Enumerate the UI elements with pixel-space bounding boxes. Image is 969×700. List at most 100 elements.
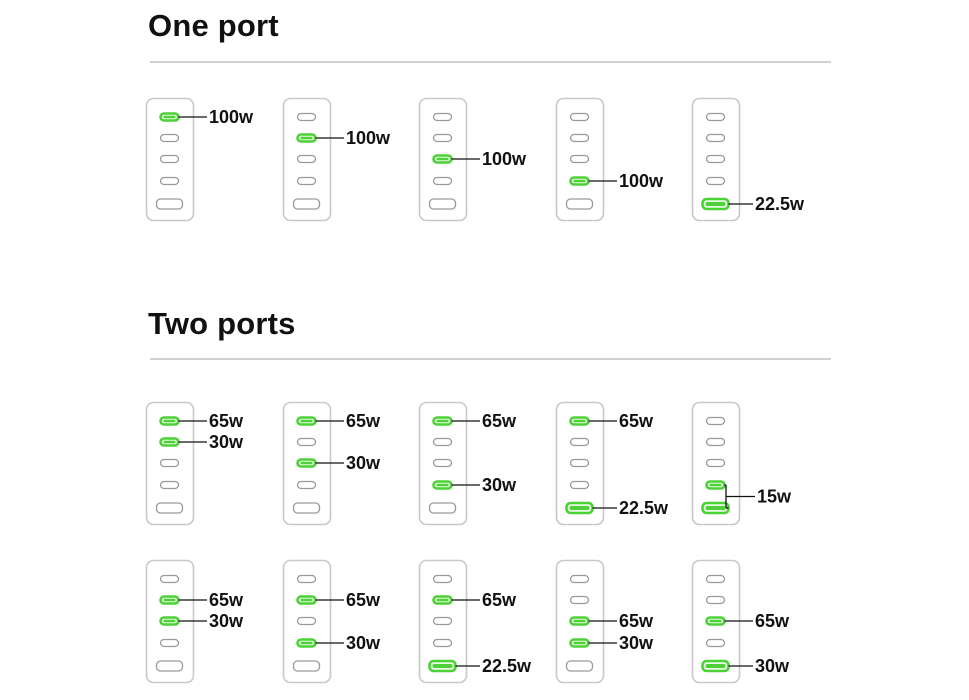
watt-label-0-0-3-0: 100w (619, 171, 664, 191)
usb-c-port-0-0-4-1 (705, 133, 726, 143)
watt-label-1-1-0-1: 30w (209, 611, 244, 631)
usb-c-port-0-0-3-0 (569, 112, 590, 122)
usb-c-port-0-0-3-1 (569, 133, 590, 143)
usb-c-port-1-0-1-1 (296, 437, 317, 447)
usb-c-port-0-0-4-3 (705, 176, 726, 186)
watt-label-0-0-2-0: 100w (482, 149, 527, 169)
watt-label-1-0-2-0: 65w (482, 411, 517, 431)
usb-c-port-0-0-1-2 (296, 154, 317, 164)
watt-label-1-1-2-0: 65w (482, 590, 517, 610)
section-title-one-port: One port (148, 8, 279, 43)
active-port-glow-0-0-0-0 (163, 115, 176, 119)
watt-label-1-1-2-1: 22.5w (482, 656, 532, 676)
watt-label-1-0-0-1: 30w (209, 432, 244, 452)
usb-c-port-1-1-1-0 (296, 574, 317, 584)
usb-c-port-1-1-1-2 (296, 616, 317, 626)
usb-c-port-1-0-2-1 (432, 437, 453, 447)
section-title-two-ports: Two ports (148, 306, 296, 341)
usb-c-port-1-0-0-3 (159, 480, 180, 490)
active-port-glow-1-0-4-3 (709, 483, 722, 487)
usb-c-port-0-0-3-2 (569, 154, 590, 164)
usb-c-port-0-0-0-3 (159, 176, 180, 186)
watt-label-1-0-1-1: 30w (346, 453, 381, 473)
active-port-glow-1-1-4-4 (705, 664, 726, 668)
usb-c-port-1-1-2-0 (432, 574, 453, 584)
usb-c-port-1-0-4-0 (705, 416, 726, 426)
usb-c-port-1-1-4-3 (705, 638, 726, 648)
watt-label-1-0-3-1: 22.5w (619, 498, 669, 518)
active-port-glow-1-0-2-0 (436, 419, 449, 423)
active-port-glow-1-0-2-3 (436, 483, 449, 487)
watt-label-1-0-4-0: 15w (757, 487, 792, 507)
usb-a-port-0-0-3-4 (565, 198, 594, 210)
usb-c-port-1-1-0-0 (159, 574, 180, 584)
active-port-glow-1-0-1-0 (300, 419, 313, 423)
usb-c-port-0-0-2-0 (432, 112, 453, 122)
usb-a-port-0-0-0-4 (155, 198, 184, 210)
usb-c-port-0-0-2-1 (432, 133, 453, 143)
usb-c-port-0-0-1-0 (296, 112, 317, 122)
usb-c-port-1-0-3-2 (569, 458, 590, 468)
active-port-glow-1-1-3-2 (573, 619, 586, 623)
usb-c-port-0-0-1-3 (296, 176, 317, 186)
usb-a-port-1-0-1-4 (292, 502, 321, 514)
usb-c-port-0-0-0-2 (159, 154, 180, 164)
usb-a-port-1-1-3-4 (565, 660, 594, 672)
usb-c-port-0-0-4-2 (705, 154, 726, 164)
usb-a-port-1-1-0-4 (155, 660, 184, 672)
watt-label-0-0-4-0: 22.5w (755, 194, 805, 214)
active-port-glow-1-1-3-3 (573, 641, 586, 645)
watt-label-1-1-4-0: 65w (755, 611, 790, 631)
usb-c-port-1-0-4-1 (705, 437, 726, 447)
usb-c-port-1-1-3-0 (569, 574, 590, 584)
active-port-glow-1-1-2-4 (432, 664, 453, 668)
usb-c-port-1-1-4-1 (705, 595, 726, 605)
usb-a-port-1-1-1-4 (292, 660, 321, 672)
watt-label-1-1-1-1: 30w (346, 633, 381, 653)
usb-c-port-1-1-0-3 (159, 638, 180, 648)
watt-label-1-1-3-1: 30w (619, 633, 654, 653)
watt-label-0-0-1-0: 100w (346, 128, 391, 148)
watt-label-1-1-3-0: 65w (619, 611, 654, 631)
active-port-glow-1-1-2-1 (436, 598, 449, 602)
usb-c-port-1-0-2-2 (432, 458, 453, 468)
active-port-glow-1-1-1-3 (300, 641, 313, 645)
active-port-glow-0-0-3-3 (573, 179, 586, 183)
watt-label-1-0-2-1: 30w (482, 475, 517, 495)
active-port-glow-1-0-1-2 (300, 461, 313, 465)
usb-a-port-1-0-0-4 (155, 502, 184, 514)
usb-c-port-1-0-1-3 (296, 480, 317, 490)
usb-c-port-1-0-3-3 (569, 480, 590, 490)
usb-c-port-0-0-0-1 (159, 133, 180, 143)
active-port-glow-1-1-0-1 (163, 598, 176, 602)
watt-label-1-1-1-0: 65w (346, 590, 381, 610)
active-port-glow-1-1-0-2 (163, 619, 176, 623)
watt-label-1-0-1-0: 65w (346, 411, 381, 431)
usb-a-port-0-0-2-4 (428, 198, 457, 210)
active-port-glow-1-1-1-1 (300, 598, 313, 602)
usb-c-port-0-0-2-3 (432, 176, 453, 186)
active-port-glow-0-0-4-4 (705, 202, 726, 206)
active-port-glow-1-0-0-0 (163, 419, 176, 423)
watt-label-1-1-4-1: 30w (755, 656, 790, 676)
usb-c-port-1-1-2-2 (432, 616, 453, 626)
active-port-glow-1-1-4-2 (709, 619, 722, 623)
usb-c-port-0-0-4-0 (705, 112, 726, 122)
active-port-glow-1-0-3-0 (573, 419, 586, 423)
watt-label-0-0-0-0: 100w (209, 107, 254, 127)
usb-c-port-1-1-2-3 (432, 638, 453, 648)
watt-label-1-0-0-0: 65w (209, 411, 244, 431)
usb-c-port-1-0-0-2 (159, 458, 180, 468)
active-port-glow-1-0-3-4 (569, 506, 590, 510)
usb-c-port-1-0-3-1 (569, 437, 590, 447)
active-port-glow-1-0-0-1 (163, 440, 176, 444)
active-port-glow-0-0-2-2 (436, 157, 449, 161)
active-port-glow-1-0-4-4 (705, 506, 726, 510)
usb-c-port-1-1-4-0 (705, 574, 726, 584)
section-divider-two-ports (150, 358, 831, 360)
active-port-glow-0-0-1-1 (300, 136, 313, 140)
usb-a-port-1-0-2-4 (428, 502, 457, 514)
usb-c-port-1-0-4-2 (705, 458, 726, 468)
usb-c-port-1-1-3-1 (569, 595, 590, 605)
